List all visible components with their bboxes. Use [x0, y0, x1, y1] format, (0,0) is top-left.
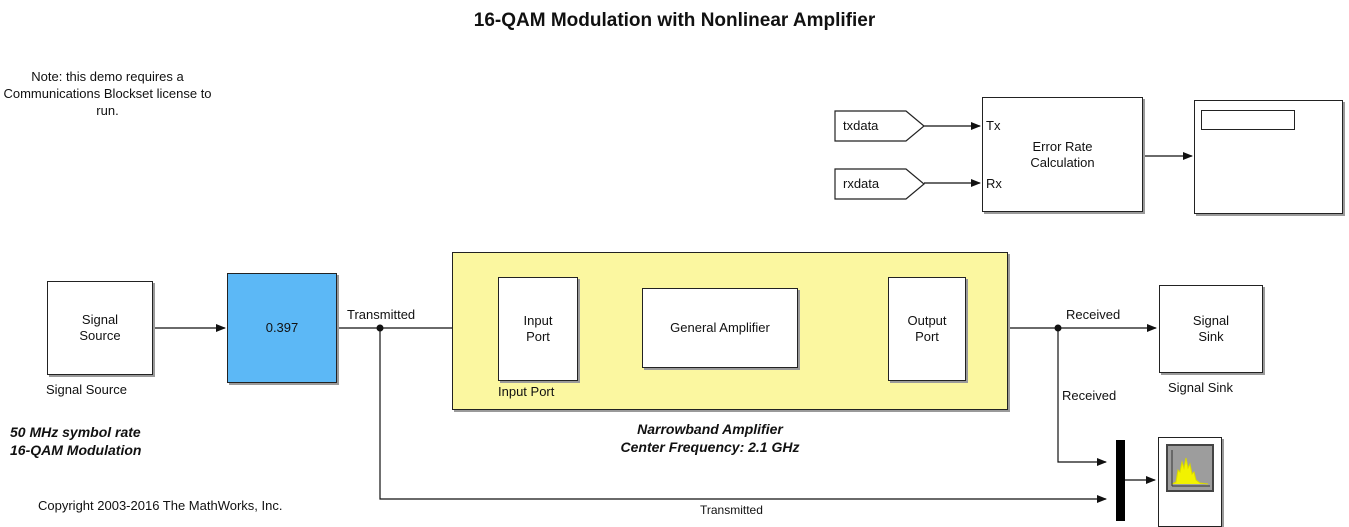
display-value-field	[1201, 110, 1295, 130]
spectrum-trace-icon	[1171, 450, 1210, 487]
subsystem-caption-line1: Narrowband Amplifier	[637, 421, 783, 437]
transmitted-bottom-label: Transmitted	[700, 503, 763, 517]
general-amplifier-block[interactable]: General Amplifier	[642, 288, 798, 368]
license-note: Note: this demo requires a Communication…	[3, 69, 212, 118]
mux-block[interactable]	[1116, 440, 1125, 521]
rxdata-tag-label: rxdata	[843, 176, 880, 191]
signal-sink-text: Signal Sink	[1192, 313, 1230, 344]
copyright-text: Copyright 2003-2016 The MathWorks, Inc.	[38, 498, 283, 513]
subsystem-caption: Narrowband Amplifier Center Frequency: 2…	[560, 420, 860, 456]
junction-received	[1054, 324, 1062, 332]
wire-received-branch	[1057, 328, 1107, 466]
transmitted-signal-label: Transmitted	[347, 307, 416, 322]
output-port-text: Output Port	[907, 313, 947, 344]
output-port-block[interactable]: Output Port	[888, 277, 966, 381]
junction-transmitted	[376, 324, 384, 332]
error-rate-tx-port: Tx	[986, 118, 1001, 133]
display-block[interactable]	[1194, 100, 1343, 214]
wire-transmitted-branch	[379, 328, 1107, 503]
txdata-tag-shape[interactable]	[834, 110, 926, 142]
subsystem-caption-line2: Center Frequency: 2.1 GHz	[620, 439, 800, 455]
signal-source-text: Signal Source	[79, 312, 121, 343]
general-amplifier-text: General Amplifier	[670, 320, 770, 335]
received-branch-label: Received	[1062, 388, 1117, 403]
symbol-rate-annotation: 50 MHz symbol rate 16-QAM Modulation	[10, 423, 141, 459]
error-rate-text: Error Rate Calculation	[1030, 138, 1095, 170]
error-rate-calculation-block[interactable]: Error Rate Calculation	[982, 97, 1143, 212]
signal-source-block[interactable]: Signal Source	[47, 281, 153, 375]
input-port-text: Input Port	[523, 313, 553, 344]
spectrum-scope-block[interactable]	[1158, 437, 1222, 527]
spectrum-scope-screen	[1166, 444, 1214, 492]
annotation-line1: 50 MHz symbol rate	[10, 424, 141, 440]
gain-value: 0.397	[265, 320, 299, 335]
gain-block[interactable]: 0.397	[227, 273, 337, 383]
signal-source-label: Signal Source	[46, 382, 127, 397]
annotation-line2: 16-QAM Modulation	[10, 442, 142, 458]
txdata-tag-label: txdata	[843, 118, 879, 133]
input-port-block[interactable]: Input Port	[498, 277, 578, 381]
received-signal-label: Received	[1066, 307, 1121, 322]
signal-sink-block[interactable]: Signal Sink	[1159, 285, 1263, 373]
input-port-label: Input Port	[498, 384, 555, 399]
diagram-title: 16-QAM Modulation with Nonlinear Amplifi…	[473, 10, 876, 31]
signal-sink-label: Signal Sink	[1168, 380, 1234, 395]
rxdata-tag-shape[interactable]	[834, 168, 926, 200]
error-rate-rx-port: Rx	[986, 176, 1002, 191]
